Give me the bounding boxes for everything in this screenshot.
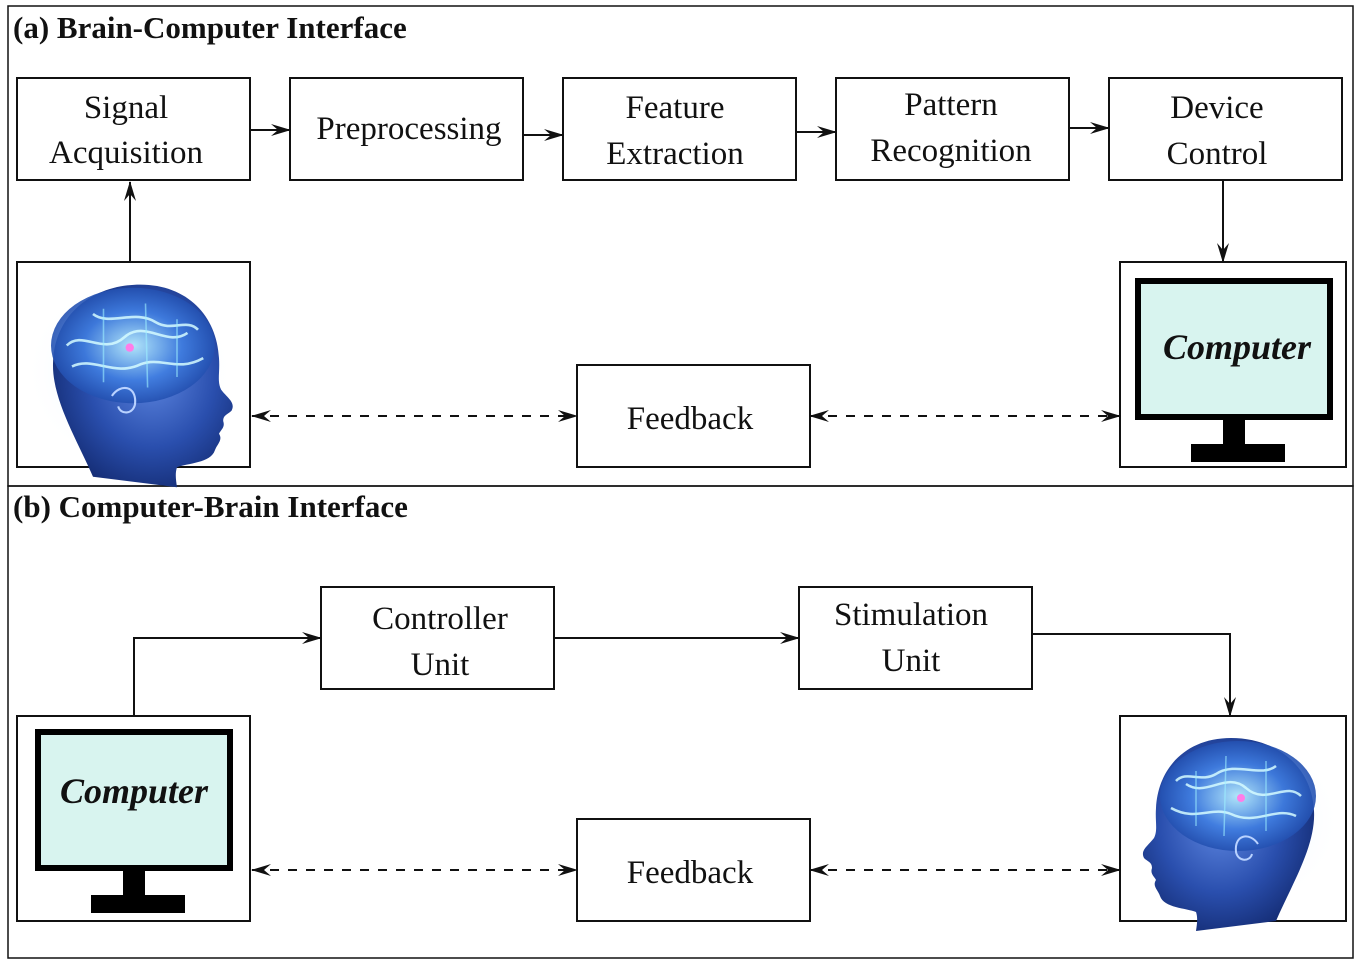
feature-extraction-box [562, 77, 797, 181]
controller-unit-line1: Controller [372, 601, 508, 637]
signal-acquisition-line1: Signal [84, 90, 168, 126]
feedback-box-b [576, 818, 811, 922]
controller-unit-box [320, 586, 555, 690]
device-control-line1: Device [1170, 90, 1263, 126]
arrow-stimulation-to-brain [1032, 633, 1236, 717]
device-control-line2: Control [1167, 136, 1268, 172]
panel-a-title: (a) Brain-Computer Interface [13, 10, 407, 45]
feature-extraction-line2: Extraction [606, 136, 743, 172]
feedback-label-b: Feedback [627, 855, 754, 891]
feedback-label-a: Feedback [627, 401, 754, 437]
panel-b-title: (b) Computer-Brain Interface [13, 489, 408, 524]
feedback-box-a [576, 364, 811, 468]
feature-extraction-line1: Feature [626, 90, 725, 126]
pattern-recognition-line2: Recognition [870, 133, 1031, 169]
arrow-computer-to-controller [133, 632, 322, 716]
pattern-recognition-box [835, 77, 1070, 181]
pattern-recognition-line1: Pattern [904, 87, 997, 123]
controller-unit-line2: Unit [411, 647, 470, 683]
panel-b-frame [7, 485, 1354, 959]
preprocessing-label: Preprocessing [316, 111, 501, 147]
computer-label-a: Computer [1163, 327, 1312, 367]
stimulation-unit-line2: Unit [882, 643, 941, 679]
computer-label-b: Computer [60, 771, 209, 811]
signal-acquisition-box [16, 77, 251, 181]
signal-acquisition-line2: Acquisition [49, 135, 203, 171]
stimulation-unit-line1: Stimulation [834, 597, 988, 633]
stimulation-unit-box [798, 586, 1033, 690]
